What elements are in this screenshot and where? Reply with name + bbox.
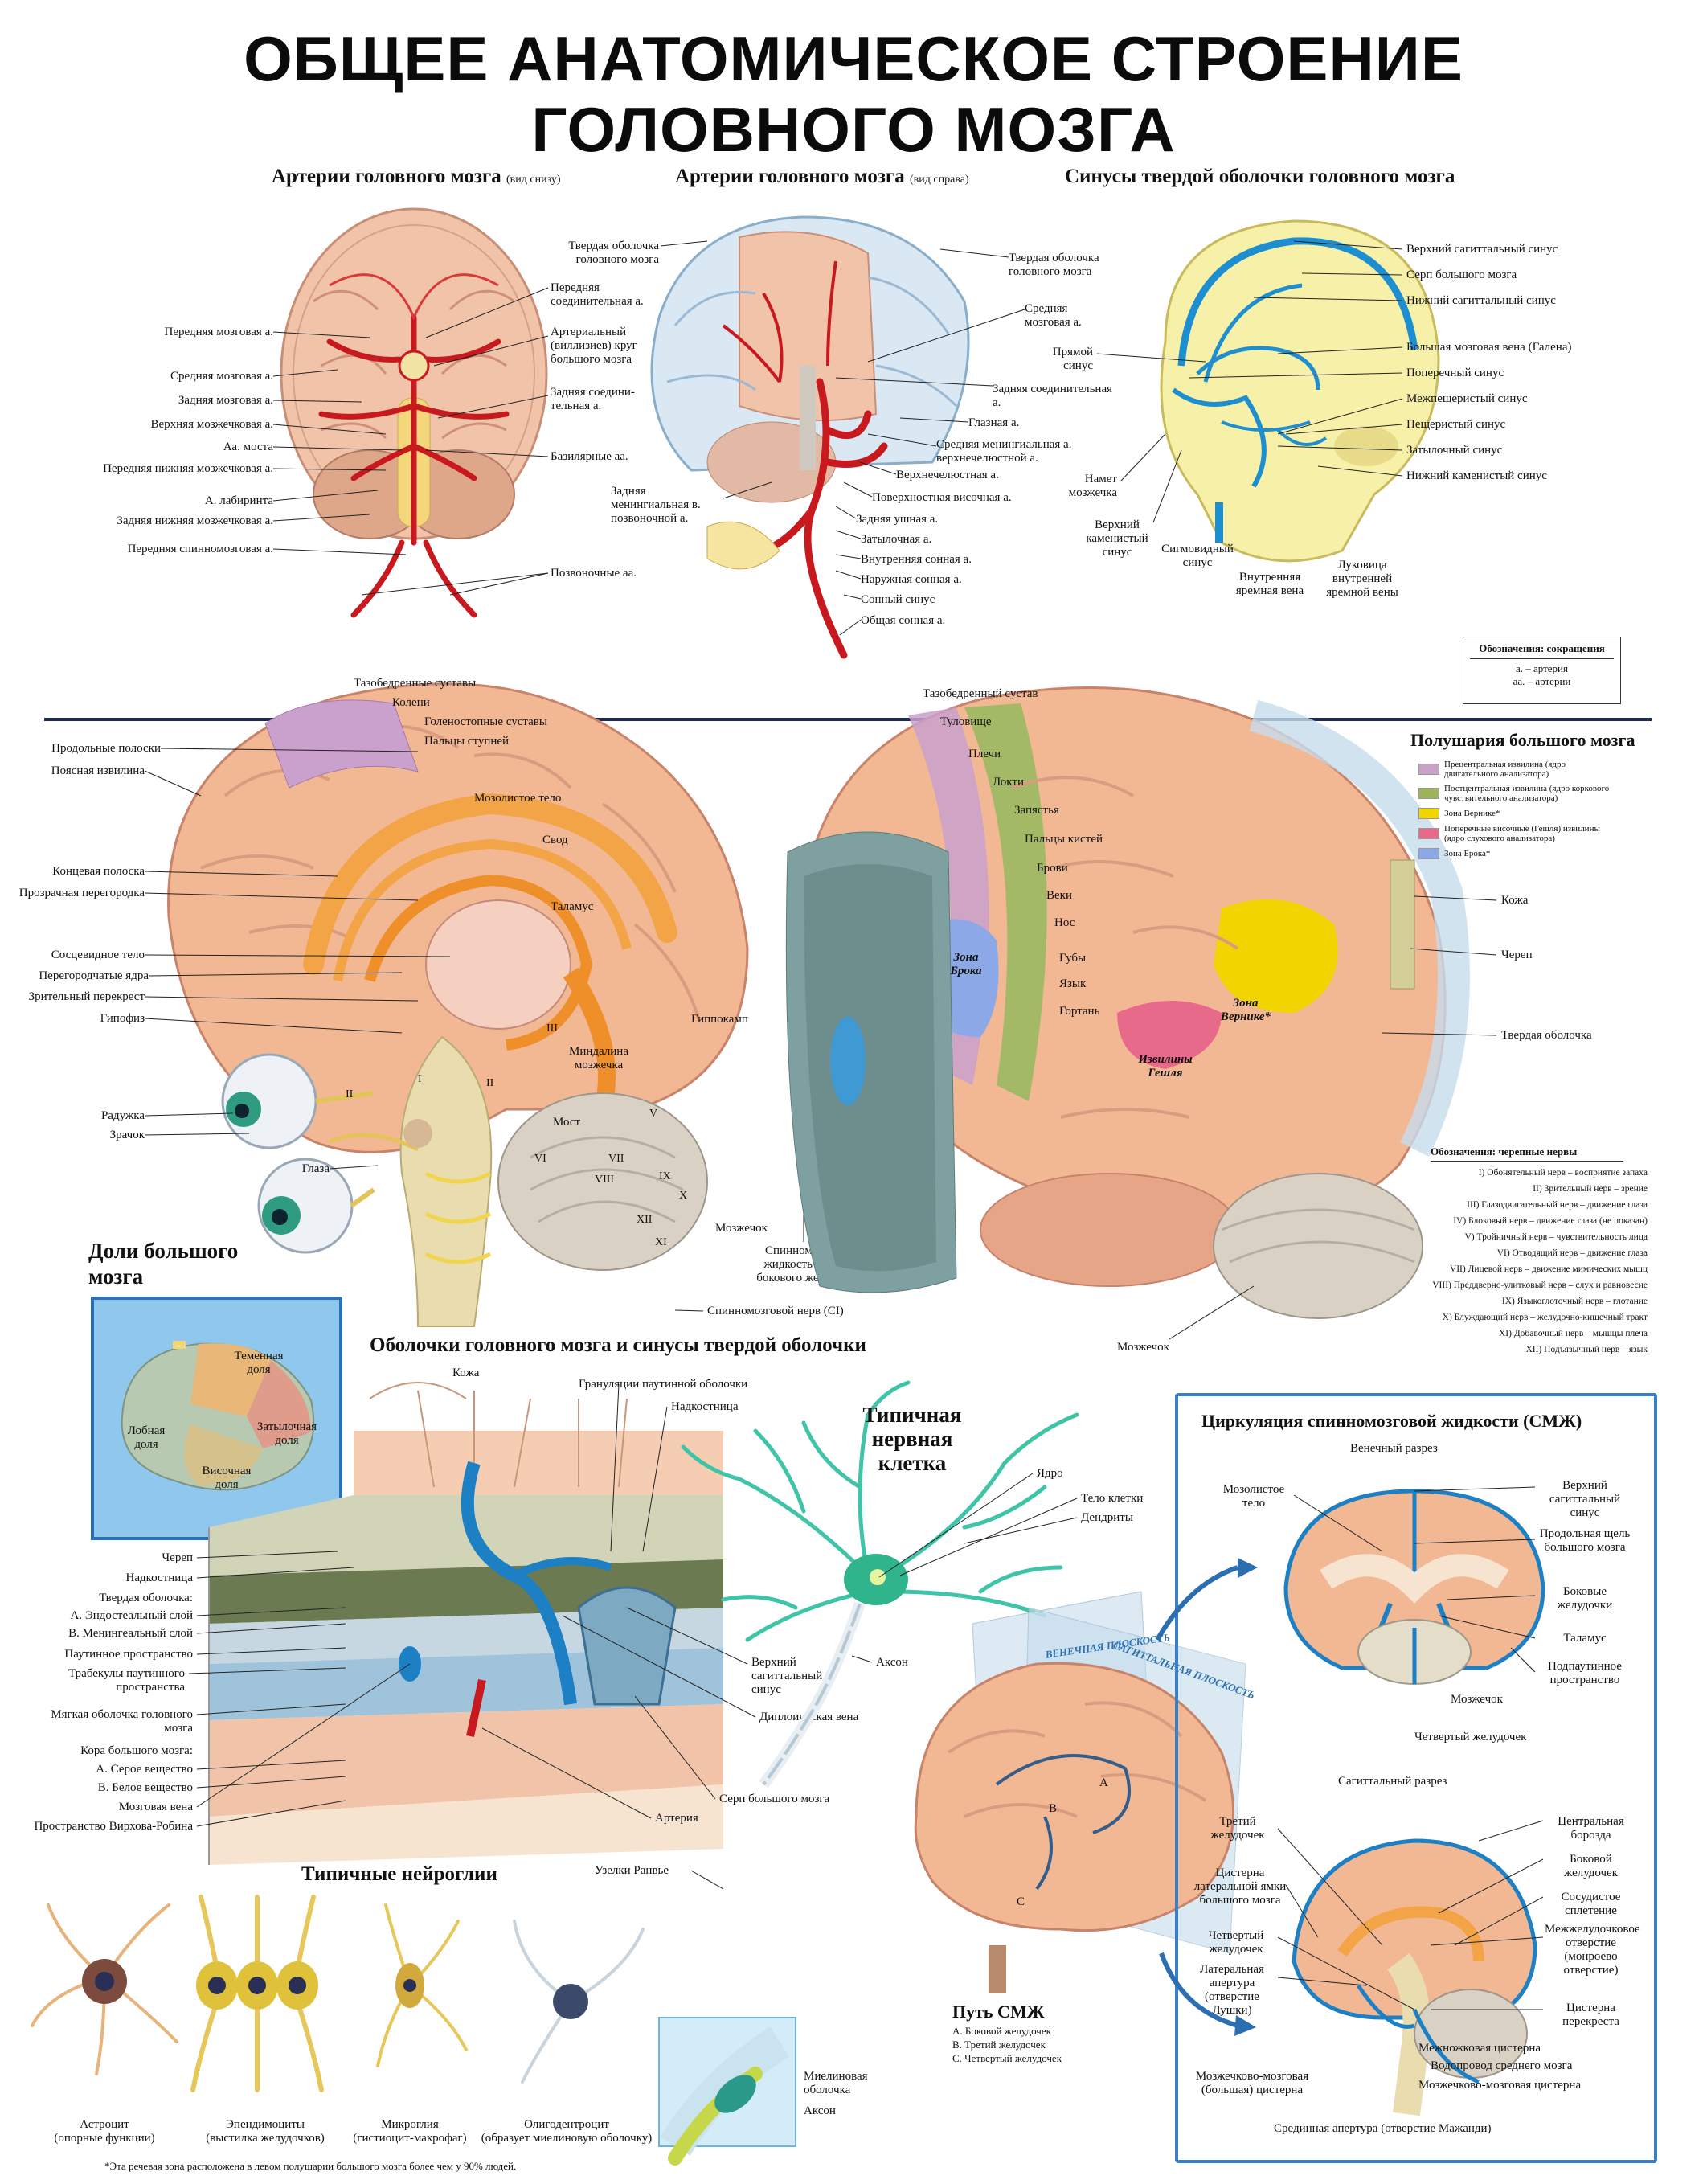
lobe-temporal-label: Височная доля [202,1465,252,1491]
arteries-bottom-heading: Артерии головного мозга (вид снизу) [272,166,561,187]
sinuses-bulb-label: Луковица внутренней яремной вены [1326,559,1398,599]
neuron-heading: Типичная нервная клетка [862,1403,962,1475]
aqueduct-label: Водопровод среднего мозга [1431,2059,1573,2072]
broca-zone-label: Зона Брока [950,951,982,977]
meninges-skin-label: Кожа [452,1367,480,1379]
hemisphere-heading: Полушария большого мозга [1410,730,1635,750]
hemisphere-legend: Прецентральная извилина (ядро двигательн… [1418,760,1611,864]
falx-label: Серп большого мозга [719,1793,830,1805]
wernicke-zone-label: Зона Вернике* [1220,997,1271,1023]
glia-oligodendrocyte: Олигодентроцит(образует миелиновую оболо… [481,2118,653,2145]
coronal-section-title: Венечный разрез [1350,1442,1438,1455]
interpeduncular-cistern-label: Межножковая цистерна [1418,2042,1541,2055]
legend-swatch-precentral [1418,764,1439,775]
glia-illustration [31,1895,645,2092]
myelin-label: Миелиновая оболочка [804,2070,868,2096]
hemisphere-illustration [785,686,1470,1319]
axon-label: Аксон [876,1656,908,1669]
csf-path-heading: Путь СМЖ [952,2002,1045,2022]
axon-inset-illustration [658,2017,796,2166]
sinuses-heading: Синусы твердой оболочки головного мозга [1065,166,1455,187]
periosteum-top-label: Надкостница [671,1400,739,1413]
sagittal-section-illustration [1292,1838,1537,2116]
csf-path-illustration [914,1591,1246,1993]
dura-label: Твердая оболочка [1501,1029,1592,1042]
csf-letter-a: A [1099,1776,1108,1789]
skin-label: Кожа [1501,894,1529,907]
lobes-box: Теменная доля Лобная доля Затылочная дол… [91,1297,342,1540]
nucleus-label: Ядро [1037,1467,1063,1480]
sinuses-superior-petrosal-label: Верхний каменистый синус [1086,518,1148,559]
lobes-brain-illustration [121,1341,315,1491]
legend-swatch-wernicke [1418,808,1439,819]
nodes-ranvier-label: Узелки Ранвье [595,1864,669,1877]
sagittal-section-title: Сагиттальный разрез [1338,1775,1447,1788]
side-dura-left-label: Твердая оболочка головного мозга [568,240,659,266]
arteries-side-heading: Артерии головного мозга (вид справа) [675,166,969,187]
csf-heading: Циркуляция спинномозговой жидкости (СМЖ) [1201,1411,1582,1431]
median-aperture-label: Срединная апертура (отверстие Мажанди) [1274,2122,1492,2135]
coronal-section-illustration [1283,1489,1545,1685]
dendrites-label: Дендриты [1081,1511,1133,1524]
csf-letter-b: B [1049,1802,1058,1815]
glia-astrocyte: Астроцит(опорные функции) [54,2118,155,2145]
axon-inset-label: Аксон [804,2104,836,2117]
coronal-corpus-callosum-label: Мозолистое тело [1222,1483,1285,1510]
lobe-frontal-label: Лобная доля [127,1424,166,1451]
coronal-cerebellum-label: Мозжечок [1451,1693,1503,1706]
spinal-nerve-label: Спинномозговой нерв (CI) [707,1305,844,1317]
medial-brain-illustration [167,682,749,1327]
meninges-heading: Оболочки головного мозга и синусы твердо… [370,1334,866,1356]
sinuses-tentorium-label: Намет мозжечка [1068,473,1117,499]
sinuses-jugular-label: Внутренняя яремная вена [1235,571,1304,597]
csf-circulation-box [1175,1393,1657,2163]
side-posterior-meningeal-label: Задняя менингиальная в. позвоночной а. [611,485,701,525]
meninges-block-illustration [208,1382,723,1865]
legend-swatch-postcentral [1418,788,1439,799]
sinuses-straight-label: Прямой синус [1052,346,1093,372]
artery-label: Артерия [655,1812,698,1825]
lobe-occipital-label: Затылочная доля [256,1420,317,1447]
page-title-line2: ГОЛОВНОГО МОЗГА [531,94,1176,165]
arteries-bottom-illustration [280,207,548,618]
lobes-heading: Доли большого мозга [88,1239,239,1289]
footnote: *Эта речевая зона расположена в левом по… [104,2160,517,2172]
cerebellum-bottom-label: Мозжечок [1117,1341,1169,1354]
coronal-fourth-ventricle-label: Четвертый желудочек [1414,1731,1527,1744]
sinuses-sigmoid-label: Сигмовидный синус [1161,543,1234,569]
legend-swatch-broca [1418,848,1439,859]
cell-body-label: Тело клетки [1081,1492,1144,1505]
cerebellomedullary-cistern-label: Мозжечково-мозговая цистерна [1418,2079,1582,2092]
heschl-label: Извилины Гешля [1138,1053,1193,1080]
section-divider [44,718,1652,721]
lobe-parietal-label: Теменная доля [234,1350,284,1376]
superior-sagittal-sinus-label: Верхний сагиттальный синус [751,1656,823,1696]
glia-heading: Типичные нейроглии [301,1863,497,1885]
page-title-line1: ОБЩЕЕ АНАТОМИЧЕСКОЕ СТРОЕНИЕ [244,23,1463,94]
legend-swatch-heschl [1418,828,1439,839]
arachnoid-granulations-label: Грануляции паутинной оболочки [579,1378,748,1391]
skull-label: Череп [1501,949,1533,961]
cranial-nerves-legend: Обозначения: черепные нервы I) Обонятель… [1431,1145,1648,1354]
glia-microglia: Микроглия(гистиоцит-макрофаг) [353,2118,467,2145]
abbrev-box: Обозначения: сокращения а. – артерия аа.… [1463,637,1621,704]
eyes-illustration [221,1053,375,1254]
arteries-side-illustration [650,215,970,659]
glia-ependymocytes: Эпендимоциты(выстилка желудочков) [206,2118,325,2145]
csf-letter-c: C [1017,1895,1025,1908]
